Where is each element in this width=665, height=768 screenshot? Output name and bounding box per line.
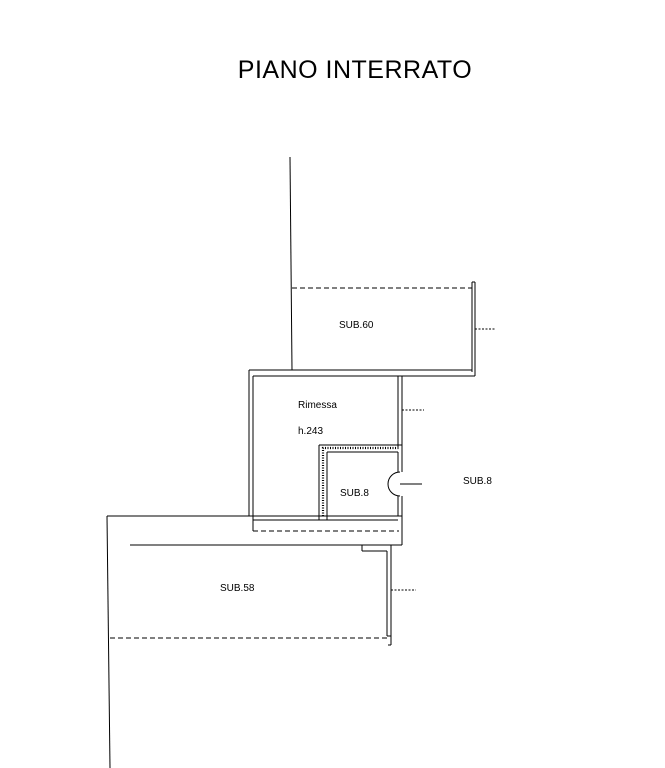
sub8-outer-label: SUB.8 — [463, 476, 492, 487]
plan-title: PIANO INTERRATO — [238, 56, 472, 84]
sub8-inner-outline — [249, 444, 422, 545]
rimessa-outline — [248, 369, 475, 532]
sub60-label: SUB.60 — [339, 320, 374, 331]
sub60-outline — [289, 156, 496, 376]
rimessa-height-label: h.243 — [298, 426, 323, 437]
sub58-outline — [106, 515, 416, 768]
sub8-inner-label: SUB.8 — [340, 488, 369, 499]
sub58-label: SUB.58 — [220, 583, 255, 594]
rimessa-label: Rimessa — [298, 400, 337, 411]
